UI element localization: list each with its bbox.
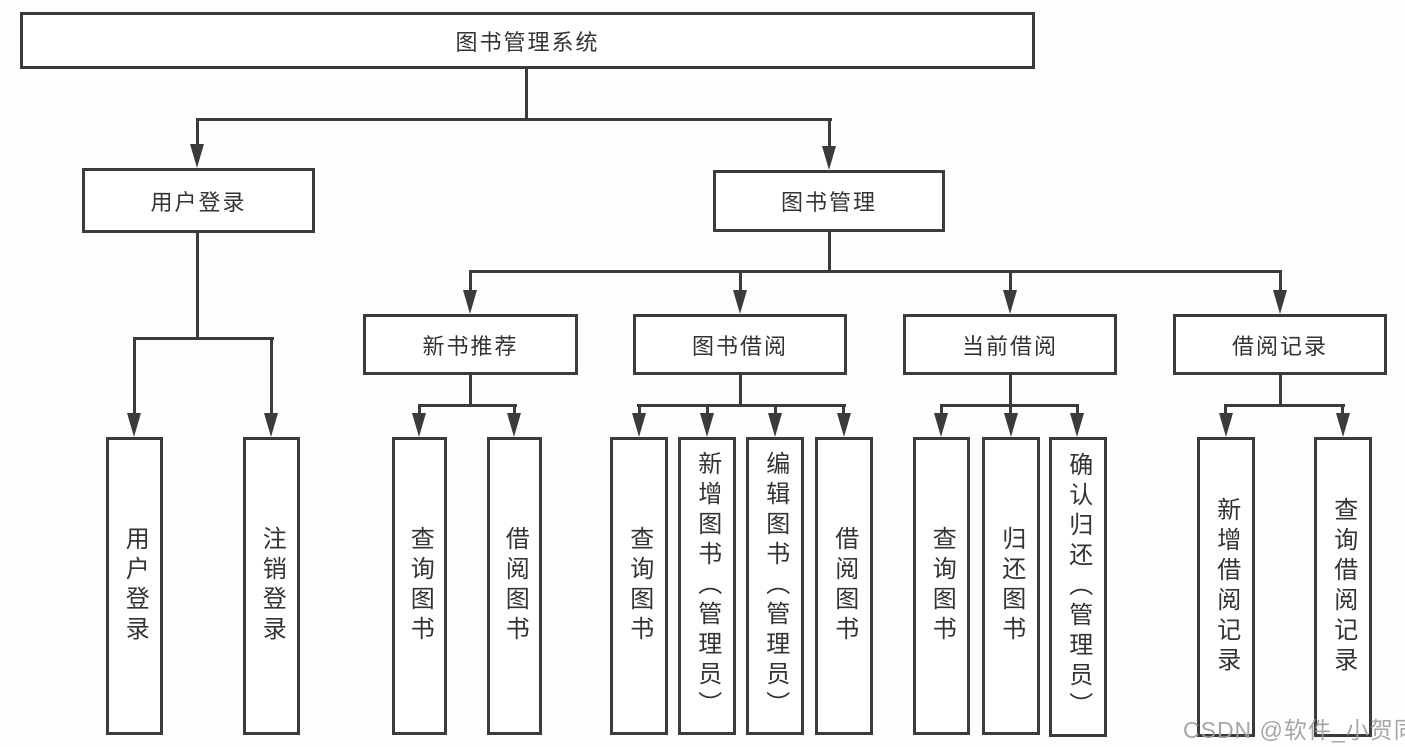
arrow-down-icon (190, 144, 204, 168)
connector-line (270, 337, 273, 415)
connector-line (1009, 375, 1012, 407)
connector-line (828, 232, 831, 272)
node-label: 借阅记录 (1231, 333, 1328, 359)
connector-line (739, 375, 742, 407)
watermark: CSDN @软件_小贺同学 (1183, 717, 1405, 743)
connector-line (469, 270, 1281, 273)
connector-line (196, 118, 832, 121)
node-label: 当前借阅 (961, 333, 1058, 359)
connector-line (469, 375, 472, 407)
connector-line (842, 404, 845, 415)
connector-line (133, 337, 136, 415)
connector-line (1279, 375, 1282, 407)
node-label: 借阅图书 (830, 526, 858, 646)
leaf-add-books-admin: 新增图书（管理员） (678, 437, 736, 735)
leaf-edit-books-admin: 编辑图书（管理员） (746, 437, 804, 735)
arrow-down-icon (632, 413, 646, 437)
node-book-management: 图书管理 (713, 170, 945, 232)
arrow-down-icon (127, 413, 141, 437)
node-label: 编辑图书（管理员） (761, 451, 789, 721)
connector-line (637, 404, 846, 407)
node-label: 图书管理 (780, 190, 877, 215)
arrow-down-icon (1003, 290, 1017, 314)
connector-line (469, 270, 472, 292)
node-label: 确认归还（管理员） (1064, 452, 1092, 722)
connector-line (774, 404, 777, 415)
node-book-borrowing: 图书借阅 (633, 314, 847, 375)
leaf-query-books-current: 查询图书 (913, 437, 970, 735)
arrow-down-icon (768, 413, 782, 437)
connector-line (828, 118, 831, 146)
connector-line (1009, 404, 1012, 415)
connector-line (513, 404, 516, 415)
connector-line (525, 69, 528, 121)
node-label: 新增图书（管理员） (693, 451, 721, 721)
connector-line (1076, 404, 1079, 415)
connector-line (196, 118, 199, 146)
connector-line (706, 404, 709, 415)
arrow-down-icon (412, 413, 426, 437)
arrow-down-icon (733, 290, 747, 314)
node-user-login: 用户登录 (82, 168, 315, 233)
leaf-query-borrow-record: 查询借阅记录 (1314, 437, 1372, 737)
arrow-down-icon (507, 413, 521, 437)
arrow-down-icon (822, 146, 836, 170)
connector-line (1224, 404, 1345, 407)
connector-line (418, 404, 421, 415)
connector-line (1341, 404, 1344, 415)
connector-line (638, 404, 641, 415)
node-label: 图书管理系统 (455, 29, 600, 55)
node-current-borrowing: 当前借阅 (903, 314, 1117, 375)
leaf-query-books-recommend: 查询图书 (392, 437, 447, 735)
leaf-add-borrow-record: 新增借阅记录 (1197, 437, 1255, 737)
arrow-down-icon (1004, 413, 1018, 437)
connector-line (133, 337, 274, 340)
node-label: 查询借阅记录 (1329, 497, 1357, 677)
node-label: 新书推荐 (422, 333, 519, 359)
leaf-user-login: 用户登录 (106, 437, 163, 735)
arrow-down-icon (264, 413, 278, 437)
connector-line (739, 270, 742, 292)
leaf-return-books: 归还图书 (982, 437, 1040, 735)
arrow-down-icon (463, 290, 477, 314)
connector-line (940, 404, 943, 415)
node-library-management-system: 图书管理系统 (20, 12, 1035, 69)
node-label: 查询图书 (406, 526, 434, 646)
node-label: 新增借阅记录 (1212, 497, 1240, 677)
connector-line (1224, 404, 1227, 415)
node-label: 借阅图书 (501, 526, 529, 646)
node-label: 用户登录 (150, 189, 247, 215)
arrow-down-icon (1070, 413, 1084, 437)
node-new-book-recommend: 新书推荐 (363, 314, 578, 375)
connector-line (1279, 270, 1282, 292)
leaf-borrow-books-recommend: 借阅图书 (487, 437, 542, 735)
node-label: 注销登录 (258, 526, 286, 646)
arrow-down-icon (837, 413, 851, 437)
node-label: 用户登录 (121, 526, 149, 646)
leaf-logout-login: 注销登录 (243, 437, 300, 735)
arrow-down-icon (700, 413, 714, 437)
leaf-confirm-return-admin: 确认归还（管理员） (1049, 437, 1107, 737)
node-label: 归还图书 (997, 526, 1025, 646)
leaf-borrow-books-borrowing: 借阅图书 (815, 437, 873, 735)
node-borrowing-records: 借阅记录 (1173, 314, 1387, 375)
leaf-query-books-borrowing: 查询图书 (610, 437, 668, 735)
node-label: 图书借阅 (691, 333, 788, 359)
node-label: 查询图书 (625, 526, 653, 646)
connector-line (418, 404, 517, 407)
arrow-down-icon (1219, 413, 1233, 437)
connector-line (1009, 270, 1012, 292)
arrow-down-icon (934, 413, 948, 437)
arrow-down-icon (1273, 290, 1287, 314)
node-label: 查询图书 (928, 526, 956, 646)
connector-line (196, 233, 199, 340)
arrow-down-icon (1336, 413, 1350, 437)
